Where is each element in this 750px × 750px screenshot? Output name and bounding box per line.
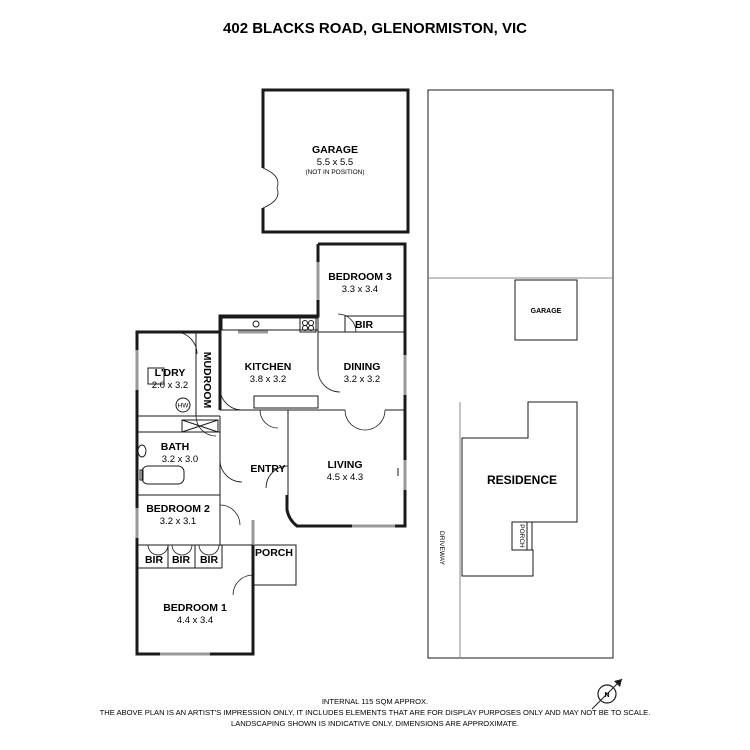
bedroom2-dims: 3.2 x 3.1	[160, 516, 196, 527]
living-label: LIVING	[327, 459, 362, 471]
entry-label: ENTRY	[250, 463, 285, 475]
dining-dims: 3.2 x 3.2	[344, 374, 380, 385]
detached-garage: GARAGE 5.5 x 5.5 (NOT IN POSITION)	[261, 88, 410, 234]
bedroom2-label: BEDROOM 2	[146, 503, 210, 515]
site-porch-label: PORCH	[518, 524, 525, 548]
laundry-dims: 2.0 x 3.2	[152, 380, 188, 391]
porch-label: PORCH	[255, 547, 293, 559]
site-residence-label: RESIDENCE	[487, 473, 557, 487]
bedroom3-label: BEDROOM 3	[328, 271, 392, 283]
door-swings	[147, 313, 386, 596]
internal-area: INTERNAL 115 SQM APPROX.	[322, 697, 428, 706]
landscaping-note: LANDSCAPING SHOWN IS INDICATIVE ONLY. DI…	[231, 719, 519, 728]
bedroom3-bir-label: BIR	[355, 319, 374, 331]
dining-label: DINING	[344, 361, 381, 373]
bir3-label: BIR	[200, 554, 219, 566]
footer-notes: INTERNAL 115 SQM APPROX. THE ABOVE PLAN …	[100, 697, 651, 728]
bath-dims: 3.2 x 3.0	[162, 454, 198, 465]
garage-label: GARAGE	[312, 144, 358, 156]
bir2-label: BIR	[172, 554, 191, 566]
compass-label: N	[604, 692, 609, 699]
hw-label: HW	[178, 403, 190, 410]
windows	[135, 262, 407, 656]
north-compass-icon: N	[591, 678, 623, 710]
kitchen-label: KITCHEN	[245, 361, 292, 373]
disclaimer-line: THE ABOVE PLAN IS AN ARTIST'S IMPRESSION…	[100, 708, 651, 717]
site-porch-outline	[511, 521, 533, 551]
site-garage-label: GARAGE	[531, 308, 562, 315]
driveway-label: DRIVEWAY	[438, 531, 445, 566]
site-garage-outline	[514, 279, 578, 341]
internal-walls	[137, 315, 405, 569]
fixtures: HW	[137, 317, 399, 481]
room-labels: BEDROOM 3 3.3 x 3.4 BIR KITCHEN 3.8 x 3.…	[145, 271, 392, 626]
property-address: 402 BLACKS ROAD, GLENORMISTON, VIC	[223, 20, 527, 37]
kitchen-dims: 3.8 x 3.2	[250, 374, 286, 385]
garage-dims: 5.5 x 5.5	[317, 157, 353, 168]
garage-note: (NOT IN POSITION)	[305, 169, 364, 176]
living-dims: 4.5 x 4.3	[327, 472, 363, 483]
bedroom1-dims: 4.4 x 3.4	[177, 615, 213, 626]
bath-label: BATH	[161, 441, 189, 453]
mudroom-label: MUDROOM	[201, 352, 213, 409]
bir1-label: BIR	[145, 554, 164, 566]
site-plan: GARAGE RESIDENCE PORCH DRIVEWAY	[427, 89, 614, 659]
laundry-label: L'DRY	[155, 367, 186, 379]
bedroom1-label: BEDROOM 1	[163, 602, 227, 614]
hot-water-icon	[175, 397, 191, 413]
bedroom3-dims: 3.3 x 3.4	[342, 284, 378, 295]
